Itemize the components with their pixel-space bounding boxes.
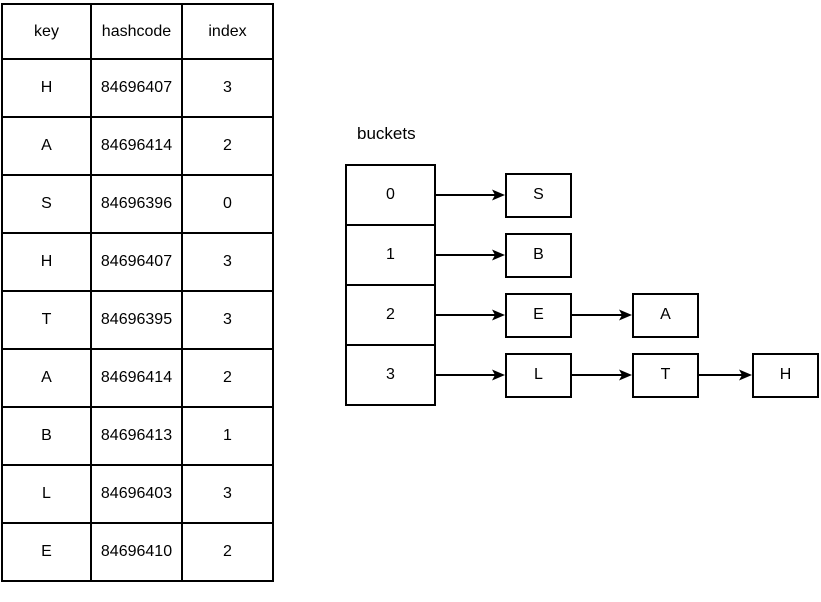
table-cell-hashcode: 84696396	[90, 174, 183, 234]
table-cell-index: 2	[181, 116, 274, 176]
arrow-head-icon	[739, 369, 752, 381]
bucket-index-label: 3	[386, 366, 395, 383]
chain-node-T: T	[632, 352, 699, 398]
table-cell-key: H	[1, 232, 92, 292]
table-cell-key: L	[1, 464, 92, 524]
chain-node-L: L	[505, 352, 572, 398]
arrow-head-icon	[492, 309, 505, 321]
column-header-key: key	[1, 3, 92, 60]
bucket-slot-2: 2	[345, 284, 436, 346]
bucket-index-label: 0	[386, 186, 395, 203]
table-cell-hashcode: 84696407	[90, 232, 183, 292]
table-cell-index: 2	[181, 348, 274, 408]
table-cell-index: 3	[181, 58, 274, 118]
table-cell-hashcode: 84696413	[90, 406, 183, 466]
table-cell-index: 1	[181, 406, 274, 466]
table-cell-hashcode: 84696403	[90, 464, 183, 524]
chain-node-S: S	[505, 172, 572, 218]
table-cell-key: H	[1, 58, 92, 118]
arrow-head-icon	[619, 369, 632, 381]
table-cell-index: 3	[181, 290, 274, 350]
bucket-slot-1: 1	[345, 224, 436, 286]
table-cell-index: 3	[181, 232, 274, 292]
chain-node-E: E	[505, 292, 572, 338]
table-cell-key: S	[1, 174, 92, 234]
arrow-head-icon	[492, 369, 505, 381]
table-cell-key: A	[1, 348, 92, 408]
table-cell-key: T	[1, 290, 92, 350]
bucket-index-label: 1	[386, 246, 395, 263]
buckets-label: buckets	[357, 124, 416, 143]
table-cell-hashcode: 84696414	[90, 116, 183, 176]
arrow-head-icon	[619, 309, 632, 321]
column-header-index: index	[181, 3, 274, 60]
table-cell-hashcode: 84696414	[90, 348, 183, 408]
chain-node-H: H	[752, 352, 819, 398]
table-cell-index: 2	[181, 522, 274, 582]
bucket-index-label: 2	[386, 306, 395, 323]
chain-node-A: A	[632, 292, 699, 338]
bucket-slot-3: 3	[345, 344, 436, 406]
column-header-hashcode: hashcode	[90, 3, 183, 60]
table-cell-hashcode: 84696407	[90, 58, 183, 118]
table-cell-key: E	[1, 522, 92, 582]
table-cell-hashcode: 84696410	[90, 522, 183, 582]
table-cell-index: 0	[181, 174, 274, 234]
table-cell-index: 3	[181, 464, 274, 524]
arrow-head-icon	[492, 249, 505, 261]
chain-node-B: B	[505, 232, 572, 278]
table-cell-key: B	[1, 406, 92, 466]
arrow-head-icon	[492, 189, 505, 201]
bucket-slot-0: 0	[345, 164, 436, 226]
table-cell-hashcode: 84696395	[90, 290, 183, 350]
table-cell-key: A	[1, 116, 92, 176]
